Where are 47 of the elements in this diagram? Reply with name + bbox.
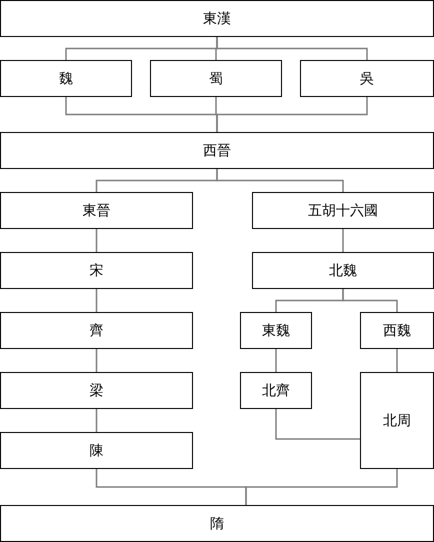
dynasty-name: 北齊 (262, 382, 290, 400)
dynasty-name: 五胡十六國 (308, 202, 378, 220)
dynasty-box (0, 432, 193, 469)
dynasty-name: 西魏 (383, 322, 411, 340)
connector-line (275, 409, 360, 440)
connector-line (396, 349, 398, 372)
dynasty-name: 齊 (90, 322, 104, 340)
dynasty-box (0, 60, 132, 97)
connector-line (216, 169, 344, 192)
dynasty-box (240, 372, 312, 409)
dynasty-box (240, 312, 312, 349)
dynasty-name: 吳 (360, 70, 374, 88)
connector-line (342, 289, 398, 312)
dynasty-box (360, 372, 434, 469)
connector-line (96, 409, 98, 432)
connector-line (96, 289, 98, 312)
dynasty-name: 陳 (90, 442, 104, 460)
dynasty-box (360, 312, 434, 349)
dynasty-name: 東漢 (203, 10, 231, 28)
dynasty-name: 梁 (90, 382, 104, 400)
dynasty-box (252, 252, 434, 289)
dynasty-box (0, 372, 193, 409)
dynasty-name: 東魏 (262, 322, 290, 340)
connector-line (96, 229, 98, 252)
connector-line (275, 349, 277, 372)
dynasty-name: 魏 (59, 70, 73, 88)
dynasty-box (0, 132, 434, 169)
dynasty-box (0, 0, 434, 37)
connector-line (342, 229, 344, 252)
dynasty-box (300, 60, 434, 97)
dynasty-name: 北周 (383, 412, 411, 430)
dynasty-name: 西晉 (203, 142, 231, 160)
dynasty-box (0, 192, 193, 229)
dynasty-name: 東晉 (82, 202, 110, 220)
dynasty-box (150, 60, 282, 97)
connector-line (245, 469, 398, 505)
connector-line (216, 97, 368, 132)
dynasty-box (0, 312, 193, 349)
dynasty-box (0, 505, 434, 542)
dynasty-name: 宋 (90, 262, 104, 280)
dynasty-name: 蜀 (209, 70, 223, 88)
dynasty-box (0, 252, 193, 289)
dynasty-box (252, 192, 434, 229)
connector-line (216, 37, 368, 60)
dynasty-name: 隋 (210, 514, 224, 532)
connector-line (96, 349, 98, 372)
dynasty-name: 北魏 (329, 262, 357, 280)
